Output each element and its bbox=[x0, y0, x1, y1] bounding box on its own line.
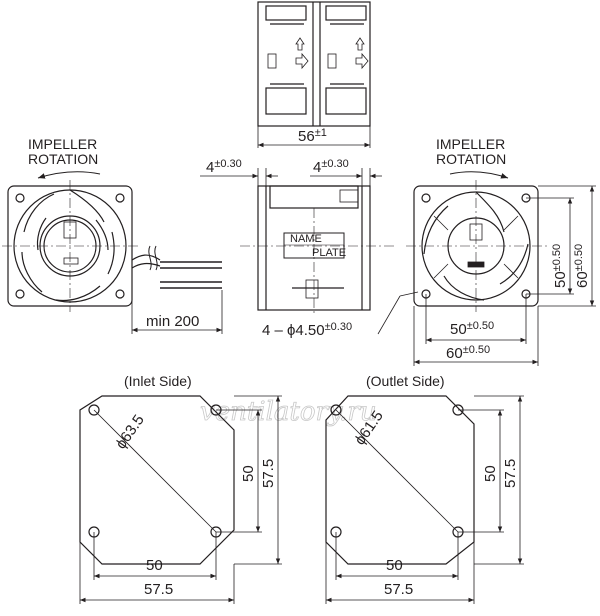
mounting-holes-dim: 4 – ϕ4.50±0.30 bbox=[262, 321, 352, 339]
inlet-pitch-v-dim: 50 bbox=[240, 465, 257, 482]
name-plate-label-1: NAME bbox=[290, 233, 322, 245]
pitch-v-dim: 50±0.50 bbox=[551, 244, 569, 288]
inlet-outer-h-dim: 57.5 bbox=[144, 581, 173, 598]
inlet-side-label: (Inlet Side) bbox=[124, 373, 192, 389]
name-plate-label-2: PLATE bbox=[312, 247, 346, 259]
outlet-outer-h-dim: 57.5 bbox=[384, 581, 413, 598]
impeller-rotation-right-2: ROTATION bbox=[436, 151, 506, 167]
rotation-arrow-left-icon bbox=[37, 171, 101, 179]
impeller-rotation-left-1: IMPELLER bbox=[28, 136, 97, 152]
right-fan bbox=[406, 180, 596, 366]
inlet-diameter-dim: ϕ63.5 bbox=[112, 412, 147, 453]
rotation-arrow-right-icon bbox=[449, 171, 509, 179]
impeller-rotation-right-1: IMPELLER bbox=[436, 136, 505, 152]
watermark: ventilatory.ru bbox=[200, 397, 377, 427]
outlet-pitch-v-dim: 50 bbox=[482, 465, 499, 482]
lead-length-dim: min 200 bbox=[146, 313, 199, 330]
side-view bbox=[200, 168, 419, 335]
left-fan bbox=[2, 180, 223, 334]
flange-left-dim: 4±0.30 bbox=[206, 158, 242, 176]
depth-dim: 56±1 bbox=[298, 127, 327, 145]
outer-h-dim: 60±0.50 bbox=[446, 344, 490, 362]
outlet-cutout bbox=[325, 395, 524, 604]
inlet-pitch-h-dim: 50 bbox=[146, 557, 163, 574]
outlet-outer-v-dim: 57.5 bbox=[502, 459, 519, 488]
pitch-h-dim: 50±0.50 bbox=[450, 320, 494, 338]
inlet-cutout bbox=[79, 395, 282, 604]
outer-v-dim: 60±0.50 bbox=[573, 244, 591, 288]
outlet-pitch-h-dim: 50 bbox=[386, 557, 403, 574]
outlet-side-label: (Outlet Side) bbox=[366, 373, 445, 389]
flange-right-dim: 4±0.30 bbox=[313, 158, 349, 176]
inlet-outer-v-dim: 57.5 bbox=[260, 459, 277, 488]
impeller-rotation-left-2: ROTATION bbox=[28, 151, 98, 167]
top-view bbox=[257, 1, 371, 148]
